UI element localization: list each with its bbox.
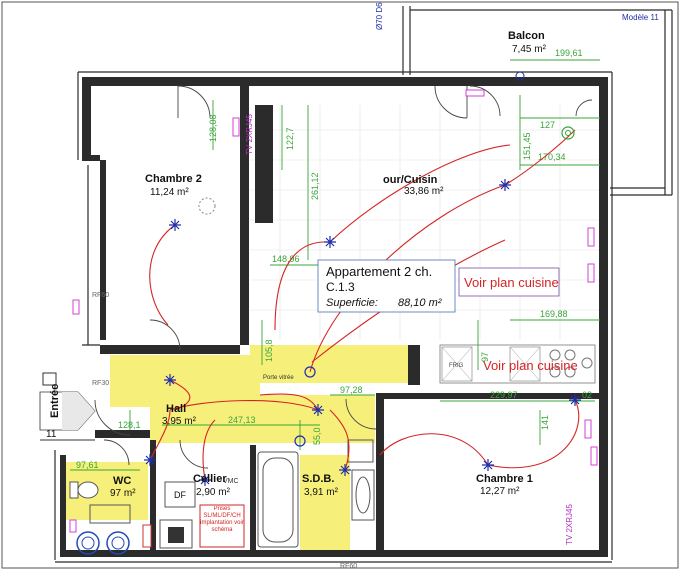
electrical-circuits	[149, 129, 580, 481]
entry-label: Entrée	[49, 384, 61, 418]
model-label: Modèle 11	[622, 13, 659, 22]
wc-name: WC	[113, 475, 131, 487]
light-points	[144, 71, 581, 486]
balcon-area: 7,45 m²	[512, 44, 547, 55]
surface-value: 88,10 m²	[398, 297, 442, 309]
dim-balcon-width: 199,61	[555, 48, 583, 58]
balcony	[402, 6, 673, 196]
hall-name: Hall	[166, 403, 186, 415]
dim-97: 97	[480, 352, 490, 362]
sejour-area: 33,86 m²	[404, 186, 444, 197]
prises-note-text: Prises SL/ML/DF/CH implantation voir sch…	[200, 506, 244, 533]
tv-rj45-top: TV 2XRJ45	[245, 114, 254, 155]
outlet-markers	[69, 89, 598, 533]
sejour-name: our/Cuisin	[383, 174, 438, 186]
dim-122: 122,7	[285, 127, 295, 150]
dim-261: 261,12	[310, 172, 320, 200]
kitchen-note-box	[458, 267, 560, 297]
porte-zone	[250, 345, 410, 383]
vmc-label: VMC	[223, 478, 239, 485]
apartment-title: Appartement 2 ch.	[326, 264, 432, 279]
dim-247: 247,13	[228, 415, 256, 425]
apartment-info-box: Appartement 2 ch. C.1.3 Superficie: 88,1…	[317, 259, 456, 313]
dim-128-1: 128,1	[118, 420, 141, 430]
dim-169: 169,88	[540, 309, 568, 319]
kitchen-note: Voir plan cuisine	[464, 275, 559, 290]
bathtub	[257, 451, 299, 548]
dim-c2-vertical: 128,08	[208, 114, 218, 142]
df-label: DF	[174, 490, 186, 500]
dim-wc-97: 97,61	[76, 460, 99, 470]
wall-code-left: RF60	[92, 292, 109, 299]
balcon-name: Balcon	[508, 30, 545, 42]
dim-105: 105,8	[264, 339, 274, 362]
dim-sdb-55: 55,0	[312, 427, 322, 445]
sdb-zone	[300, 455, 350, 550]
dim-148: 148,96	[272, 254, 300, 264]
bathroom-fixtures: DF	[69, 439, 375, 555]
dim-hall-97: 97,28	[340, 385, 363, 395]
sdb-area: 3,91 m²	[304, 487, 339, 498]
top-code: Ø70 D6	[375, 2, 384, 30]
chambre2-name: Chambre 2	[145, 173, 202, 185]
tv-rj45-chambre1: TV 2XRJ45	[565, 504, 574, 545]
porte-vitree-label: Porte vitrée	[263, 375, 294, 381]
wall-outlines	[54, 71, 613, 563]
bottom-code: RF60	[340, 563, 357, 570]
hall-area: 3,95 m²	[162, 416, 197, 427]
prises-note: Prises SL/ML/DF/CH implantation voir sch…	[199, 504, 245, 548]
dim-141: 141	[540, 415, 550, 430]
entry-marker: Entrée 11	[39, 372, 96, 441]
dim-02: 02	[582, 390, 592, 400]
door-code: RF30	[92, 380, 109, 387]
dim-229: 229,97	[490, 390, 518, 400]
toilet	[77, 481, 99, 499]
kitchen-counter: FRIG	[439, 344, 596, 384]
entry-number: 11	[46, 429, 57, 440]
sdb-name: S.D.B.	[302, 473, 334, 485]
chambre2-area: 11,24 m²	[150, 187, 189, 198]
dim-170: 170,34	[538, 152, 566, 162]
doors	[94, 85, 593, 469]
fridge-label: FRIG	[449, 363, 464, 369]
cellier-name: Cellier	[193, 473, 227, 485]
walls	[60, 77, 608, 557]
apartment-code: C.1.3	[326, 280, 355, 294]
wc-area: 97 m²	[110, 488, 136, 499]
dim-151: 151,45	[522, 132, 532, 160]
df-box	[164, 481, 196, 508]
dim-127: 127	[540, 120, 555, 130]
chambre1-name: Chambre 1	[476, 473, 533, 485]
surface-label: Superficie:	[326, 297, 378, 309]
dimension-lines: 199,61 128,08 122,7 261,12 151,45 127 17…	[70, 48, 600, 471]
kitchen-note-2: Voir plan cuisine	[483, 358, 578, 373]
chambre1-area: 12,27 m²	[480, 486, 520, 497]
room-labels: Balcon 7,45 m² Chambre 2 11,24 m² our/Cu…	[110, 30, 547, 499]
cellier-area: 2,90 m²	[196, 487, 231, 498]
